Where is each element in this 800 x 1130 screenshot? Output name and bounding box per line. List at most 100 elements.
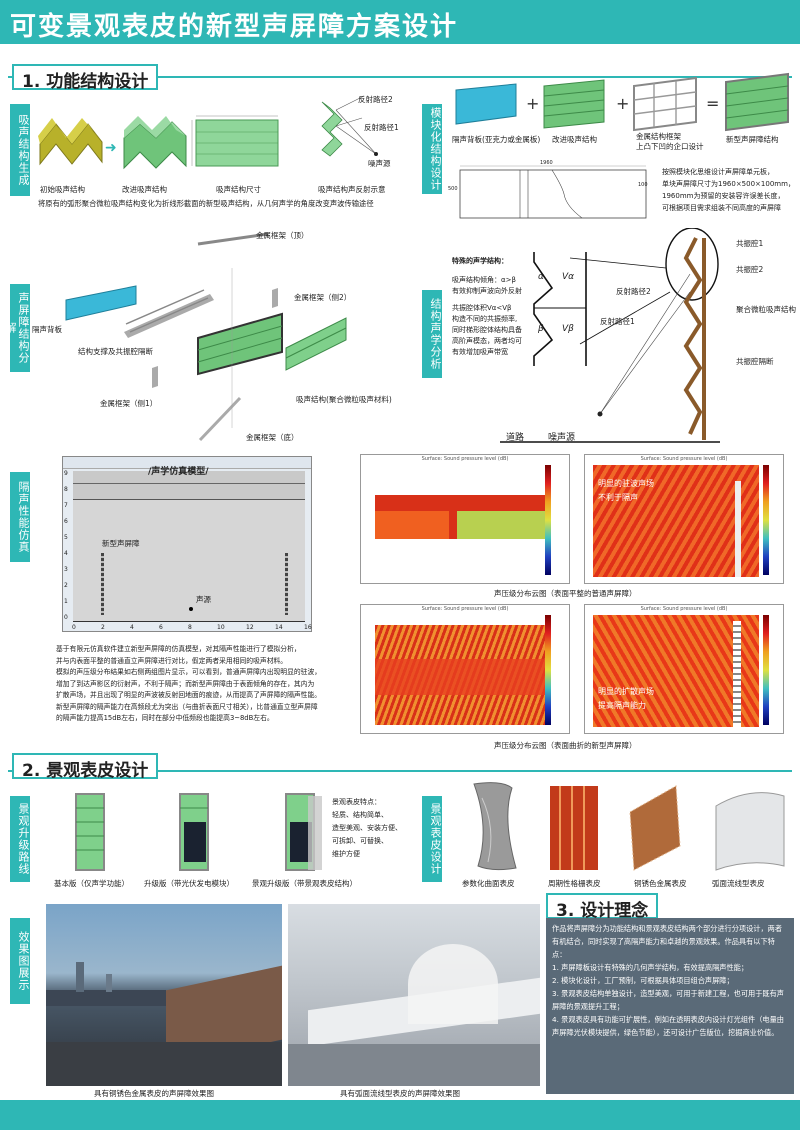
sim-barrier-right bbox=[285, 553, 288, 615]
backboard-figure bbox=[455, 83, 517, 125]
skin-copper-figure bbox=[629, 785, 681, 871]
version-basic: 基本版（仅声学功能） bbox=[54, 879, 129, 888]
sim-y-tick: 0 bbox=[64, 614, 68, 621]
concept-para-2: 2. 模块化设计，工厂预制，可根据具体项目组合声屏障； bbox=[552, 976, 734, 985]
decomp-label-top: 金属框架（顶） bbox=[256, 231, 309, 240]
version-basic-figure bbox=[75, 793, 105, 871]
label-cavity1: 共振腔1 bbox=[736, 239, 764, 248]
skin-curved: 弧面流线型表皮 bbox=[712, 879, 765, 888]
landscape-features: 景观表皮特点： 轻质、结构简单、 造型美观、安装方便、 可拆卸、可替换、 维护方… bbox=[332, 798, 402, 858]
sim-x-tick: 16 bbox=[304, 624, 312, 631]
barrier-section-diagram bbox=[500, 228, 720, 443]
header-bar bbox=[0, 0, 800, 44]
sim-model-panel bbox=[62, 456, 312, 632]
sim-x-tick: 10 bbox=[217, 624, 225, 631]
sim-y-tick: 4 bbox=[64, 550, 68, 557]
plus-icon-2: + bbox=[616, 94, 630, 113]
spl-plot-flat-detail: Surface: Sound pressure level (dB) bbox=[584, 454, 784, 584]
concept-para-4: 4. 景观表皮具有功能可扩展性，例如在透明表皮内设计灯光组件（电量由声屏障光伏模… bbox=[552, 1015, 784, 1037]
reflect-label-1: 反射路径1 bbox=[364, 123, 399, 132]
sim-x-tick: 12 bbox=[246, 624, 254, 631]
dim-depth: 100 bbox=[638, 182, 648, 188]
sim-x-tick: 4 bbox=[130, 624, 134, 631]
sim-x-tick: 0 bbox=[72, 624, 76, 631]
equals-icon: = bbox=[706, 94, 720, 113]
modular-caption-backboard: 隔声背板(亚克力或金属板) bbox=[452, 135, 541, 144]
sim-source-label: 声源 bbox=[196, 595, 211, 604]
sim-y-tick: 8 bbox=[64, 486, 68, 493]
acoustic-explanation: 特殊的声学结构： 吸声结构倾角：α>β 有效抑制声波向外反射 共振腔体积Vα<V… bbox=[452, 257, 522, 356]
tab-skin-design: 景观表皮设计 bbox=[422, 796, 442, 882]
plus-icon: + bbox=[526, 94, 540, 113]
greek-va: Vα bbox=[562, 272, 575, 282]
dimension-drawing bbox=[459, 165, 647, 219]
tab-simulation: 隔声性能仿真 bbox=[10, 472, 30, 562]
sim-y-tick: 3 bbox=[64, 566, 68, 573]
sim-y-tick: 7 bbox=[64, 502, 68, 509]
decomp-label-support: 结构支撑及共振腔隔断 bbox=[78, 347, 153, 356]
noise-source-label: 噪声源 bbox=[368, 159, 391, 168]
skin-curved-figure bbox=[715, 792, 785, 871]
decomp-label-absorber: 吸声结构(聚合微粒吸声材料) bbox=[296, 395, 392, 404]
concept-para-3: 3. 景观表皮结构单独设计，造型美观，可用于新建工程，也可用于既有声屏障的景观提… bbox=[552, 989, 784, 1011]
page-title: 可变景观表皮的新型声屏障方案设计 bbox=[10, 12, 459, 42]
sim-y-tick: 1 bbox=[64, 598, 68, 605]
tab-structure-analysis: 结构声学分析 bbox=[422, 290, 442, 378]
label-noise-source: 噪声源 bbox=[548, 433, 576, 443]
cavity-diagram bbox=[533, 252, 587, 366]
render-curved-caption: 具有弧面流线型表皮的声屏障效果图 bbox=[340, 1089, 460, 1098]
absorber-improved-figure bbox=[123, 116, 187, 170]
skin-parametric-figure bbox=[473, 782, 517, 871]
render-curved bbox=[288, 904, 540, 1086]
version-pv-figure bbox=[179, 793, 209, 871]
label-cavity2: 共振腔2 bbox=[736, 265, 764, 274]
section1-rule bbox=[8, 76, 792, 78]
new-barrier-figure bbox=[725, 72, 789, 132]
section3-title: 3. 设计理念 bbox=[546, 893, 659, 921]
decomp-label-side2: 金属框架（侧2） bbox=[294, 293, 352, 302]
dim-height: 500 bbox=[448, 186, 458, 192]
greek-alpha: α bbox=[538, 272, 544, 282]
note-diffuse: 明显的扩散声场 bbox=[598, 687, 654, 696]
skin-parametric: 参数化曲面表皮 bbox=[462, 879, 515, 888]
note-not-good: 不利于隔声 bbox=[598, 493, 638, 502]
skin-grid-figure bbox=[550, 786, 598, 870]
sim-y-tick: 2 bbox=[64, 582, 68, 589]
concept-para-0: 作品将声屏障分为功能结构和景观表皮结构两个部分进行分项设计，两者有机结合，同时实… bbox=[552, 924, 783, 959]
dim-length: 1960 bbox=[540, 160, 553, 166]
skin-grid: 周期性格栅表皮 bbox=[548, 879, 601, 888]
decomp-label-bottom: 金属框架（底） bbox=[246, 433, 299, 442]
reflect-label-2: 反射路径2 bbox=[358, 95, 393, 104]
gen-caption-initial: 初始吸声结构 bbox=[40, 185, 85, 194]
decomp-label-side1: 金属框架（侧1） bbox=[100, 399, 158, 408]
render-copper bbox=[46, 904, 282, 1086]
exploded-view bbox=[65, 232, 347, 442]
sim-barrier-label: 新型声屏障 bbox=[102, 539, 140, 548]
acoustic-title: 特殊的声学结构： bbox=[452, 257, 508, 265]
modular-description: 按照模块化思维设计声屏障单元板， 单块声屏障尺寸为1960×500×100mm，… bbox=[662, 168, 795, 212]
sim-y-tick: 5 bbox=[64, 534, 68, 541]
sim-x-tick: 6 bbox=[159, 624, 163, 631]
gen-description: 将原有的弧形聚合微粒吸声结构变化为折线形截面的新型吸声结构，从几何声学的角度改变… bbox=[38, 199, 374, 208]
design-concept-panel: 作品将声屏障分为功能结构和景观表皮结构两个部分进行分项设计，两者有机结合，同时实… bbox=[546, 918, 794, 1094]
sim-x-tick: 8 bbox=[188, 624, 192, 631]
absorber-dimension-figure bbox=[191, 115, 279, 167]
greek-beta: β bbox=[538, 324, 544, 334]
gen-caption-improved: 改进吸声结构 bbox=[122, 185, 167, 194]
version-landscape: 景观升级版（带景观表皮结构） bbox=[252, 879, 357, 888]
spl-plot-new-overview: Surface: Sound pressure level (dB) bbox=[360, 604, 570, 734]
note-standing-wave: 明显的驻波声场 bbox=[598, 479, 654, 488]
spl-plot-flat-overview: Surface: Sound pressure level (dB) bbox=[360, 454, 570, 584]
sim-barrier-left bbox=[101, 553, 104, 615]
sim-y-tick: 9 bbox=[64, 470, 68, 477]
arrow-icon: ➜ bbox=[105, 140, 117, 156]
spl-plot-new-detail: Surface: Sound pressure level (dB) bbox=[584, 604, 784, 734]
sim-model-title: /声学仿真模型/ bbox=[148, 467, 209, 477]
skin-copper: 铜锈色金属表皮 bbox=[634, 879, 687, 888]
label-reflect2: 反射路径2 bbox=[616, 287, 651, 296]
tab-decomposition: 声屏障结构分解 bbox=[4, 284, 30, 372]
modular-caption-frame: 金属结构框架 上凸下凹的企口设计 bbox=[636, 132, 704, 151]
metal-frame-figure bbox=[633, 76, 697, 132]
label-reflect1: 反射路径1 bbox=[600, 317, 635, 326]
label-road: 道路 bbox=[506, 433, 525, 443]
